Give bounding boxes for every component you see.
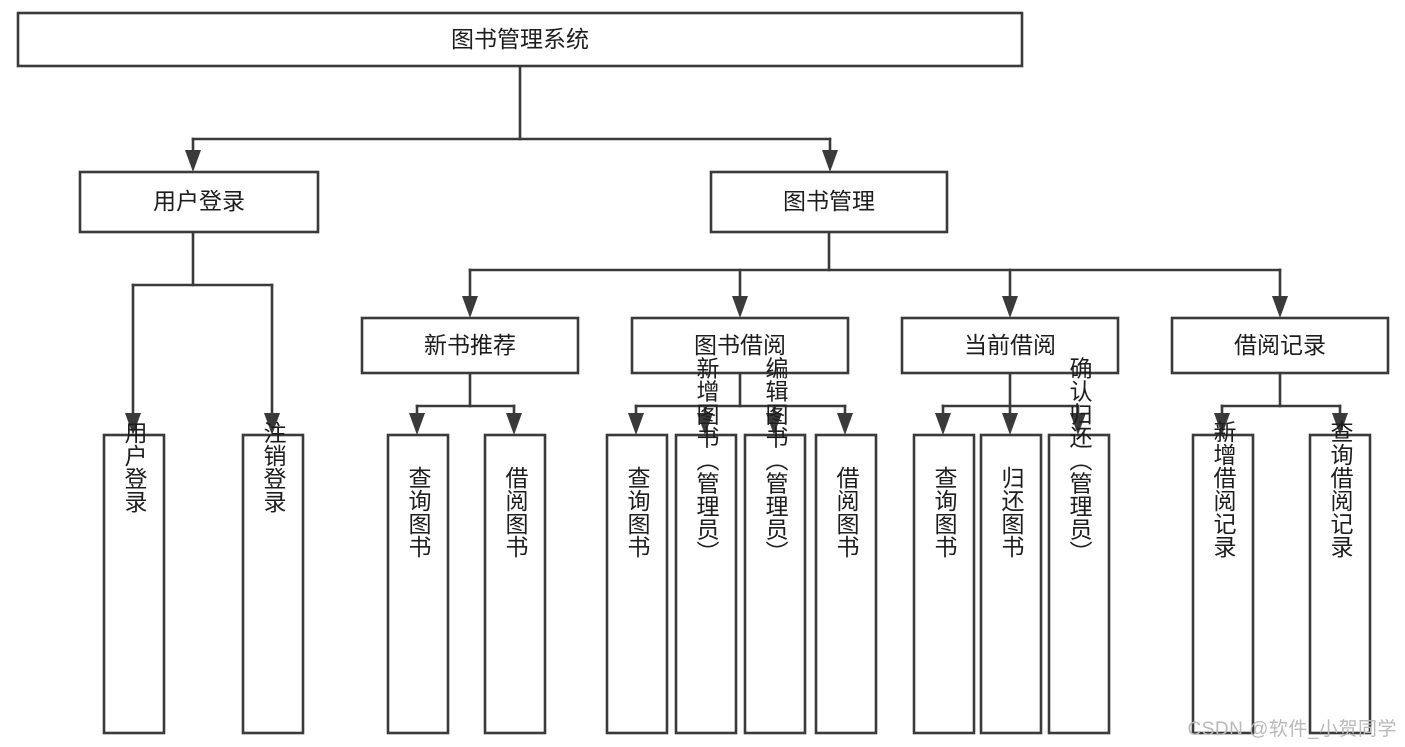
node-new-book-recommend-label: 新书推荐: [424, 332, 516, 358]
node-current-borrow-label: 当前借阅: [964, 332, 1056, 358]
leaf-borrow-1[interactable]: 查询图书: [605, 433, 669, 735]
leaf-box[interactable]: [1191, 433, 1255, 735]
node-root[interactable]: 图书管理系统: [16, 11, 1024, 68]
node-book-manage-box[interactable]: [709, 170, 949, 234]
node-book-borrow-box[interactable]: [630, 316, 850, 375]
arrow-head-icon: [185, 150, 201, 172]
arrow-head-icon: [125, 413, 141, 435]
leaf-borrow-4[interactable]: 借阅图书: [814, 433, 878, 735]
arrow-head-icon: [264, 413, 280, 435]
leaf-box[interactable]: [605, 433, 669, 735]
leaf-box[interactable]: [483, 433, 547, 735]
leaf-label: 查询图书: [931, 466, 958, 558]
leaf-record-2[interactable]: 查询借阅记录: [1308, 420, 1372, 735]
leaf-box[interactable]: [979, 433, 1043, 735]
node-book-borrow[interactable]: 图书借阅: [630, 316, 850, 375]
leaf-box[interactable]: [386, 433, 450, 735]
leaf-box[interactable]: [241, 433, 305, 735]
arrow-head-icon: [732, 296, 748, 318]
node-current-borrow-box[interactable]: [900, 316, 1120, 375]
leaf-box[interactable]: [814, 433, 878, 735]
node-current-borrow[interactable]: 当前借阅: [900, 316, 1120, 375]
leaf-current-3[interactable]: 确认归还（管理员）: [1047, 357, 1111, 735]
arrow-head-icon: [628, 413, 644, 435]
leaf-recommend-1[interactable]: 查询图书: [386, 433, 450, 735]
node-book-manage[interactable]: 图书管理: [709, 170, 949, 234]
node-book-manage-label: 图书管理: [783, 188, 875, 214]
arrow-head-icon: [697, 413, 713, 435]
leaf-label: 归还图书: [998, 466, 1025, 558]
arrow-head-icon: [1002, 413, 1018, 435]
leaf-user-login-2[interactable]: 注销登录: [241, 421, 305, 735]
node-user-login-label: 用户登录: [153, 188, 245, 214]
arrow-head-icon: [1002, 296, 1018, 318]
arrow-head-icon: [837, 413, 853, 435]
leaf-box[interactable]: [674, 433, 738, 735]
arrow-head-icon: [1070, 413, 1086, 435]
leaf-label: 新增借阅记录: [1210, 420, 1237, 558]
node-new-book-recommend[interactable]: 新书推荐: [360, 316, 580, 375]
node-new-book-recommend-box[interactable]: [360, 316, 580, 375]
node-user-login-box[interactable]: [78, 170, 320, 234]
arrow-head-icon: [1332, 413, 1348, 435]
node-borrow-record[interactable]: 借阅记录: [1170, 316, 1390, 375]
node-borrow-record-box[interactable]: [1170, 316, 1390, 375]
node-user-login[interactable]: 用户登录: [78, 170, 320, 234]
leaf-borrow-2[interactable]: 新增图书（管理员）: [674, 357, 738, 735]
leaf-box[interactable]: [102, 433, 166, 735]
leaf-box[interactable]: [912, 433, 976, 735]
leaf-label: 借阅图书: [833, 466, 860, 558]
leaf-label: 借阅图书: [502, 466, 529, 558]
arrow-head-icon: [935, 413, 951, 435]
leaf-recommend-2[interactable]: 借阅图书: [483, 433, 547, 735]
arrow-head-icon: [1272, 296, 1288, 318]
leaf-label: 用户登录: [121, 421, 148, 513]
node-borrow-record-label: 借阅记录: [1234, 332, 1326, 358]
leaf-label: 注销登录: [260, 421, 287, 513]
node-root-label: 图书管理系统: [451, 26, 589, 52]
connector-group: [125, 64, 1348, 435]
leaf-box[interactable]: [1308, 433, 1372, 735]
arrow-head-icon: [409, 413, 425, 435]
leaf-current-1[interactable]: 查询图书: [912, 433, 976, 735]
leaf-user-login-1[interactable]: 用户登录: [102, 421, 166, 735]
leaf-box[interactable]: [743, 433, 807, 735]
leaf-label: 查询图书: [624, 466, 651, 558]
arrow-head-icon: [506, 413, 522, 435]
leaf-label: 新增图书（管理员）: [693, 357, 720, 564]
leaf-label: 查询图书: [405, 466, 432, 558]
arrow-head-icon: [462, 296, 478, 318]
arrow-head-icon: [766, 413, 782, 435]
leaf-current-2[interactable]: 归还图书: [979, 433, 1043, 735]
node-book-borrow-label: 图书借阅: [694, 332, 786, 358]
leaf-record-1[interactable]: 新增借阅记录: [1191, 420, 1255, 735]
leaf-borrow-3[interactable]: 编辑图书（管理员）: [743, 357, 807, 735]
arrow-head-icon: [1214, 413, 1230, 435]
arrow-head-icon: [822, 150, 838, 172]
node-root-box[interactable]: [16, 11, 1024, 68]
leaf-box[interactable]: [1047, 433, 1111, 735]
leaf-label: 查询借阅记录: [1327, 420, 1354, 558]
leaf-label: 编辑图书（管理员）: [762, 357, 789, 564]
leaf-label: 确认归还（管理员）: [1066, 357, 1093, 564]
